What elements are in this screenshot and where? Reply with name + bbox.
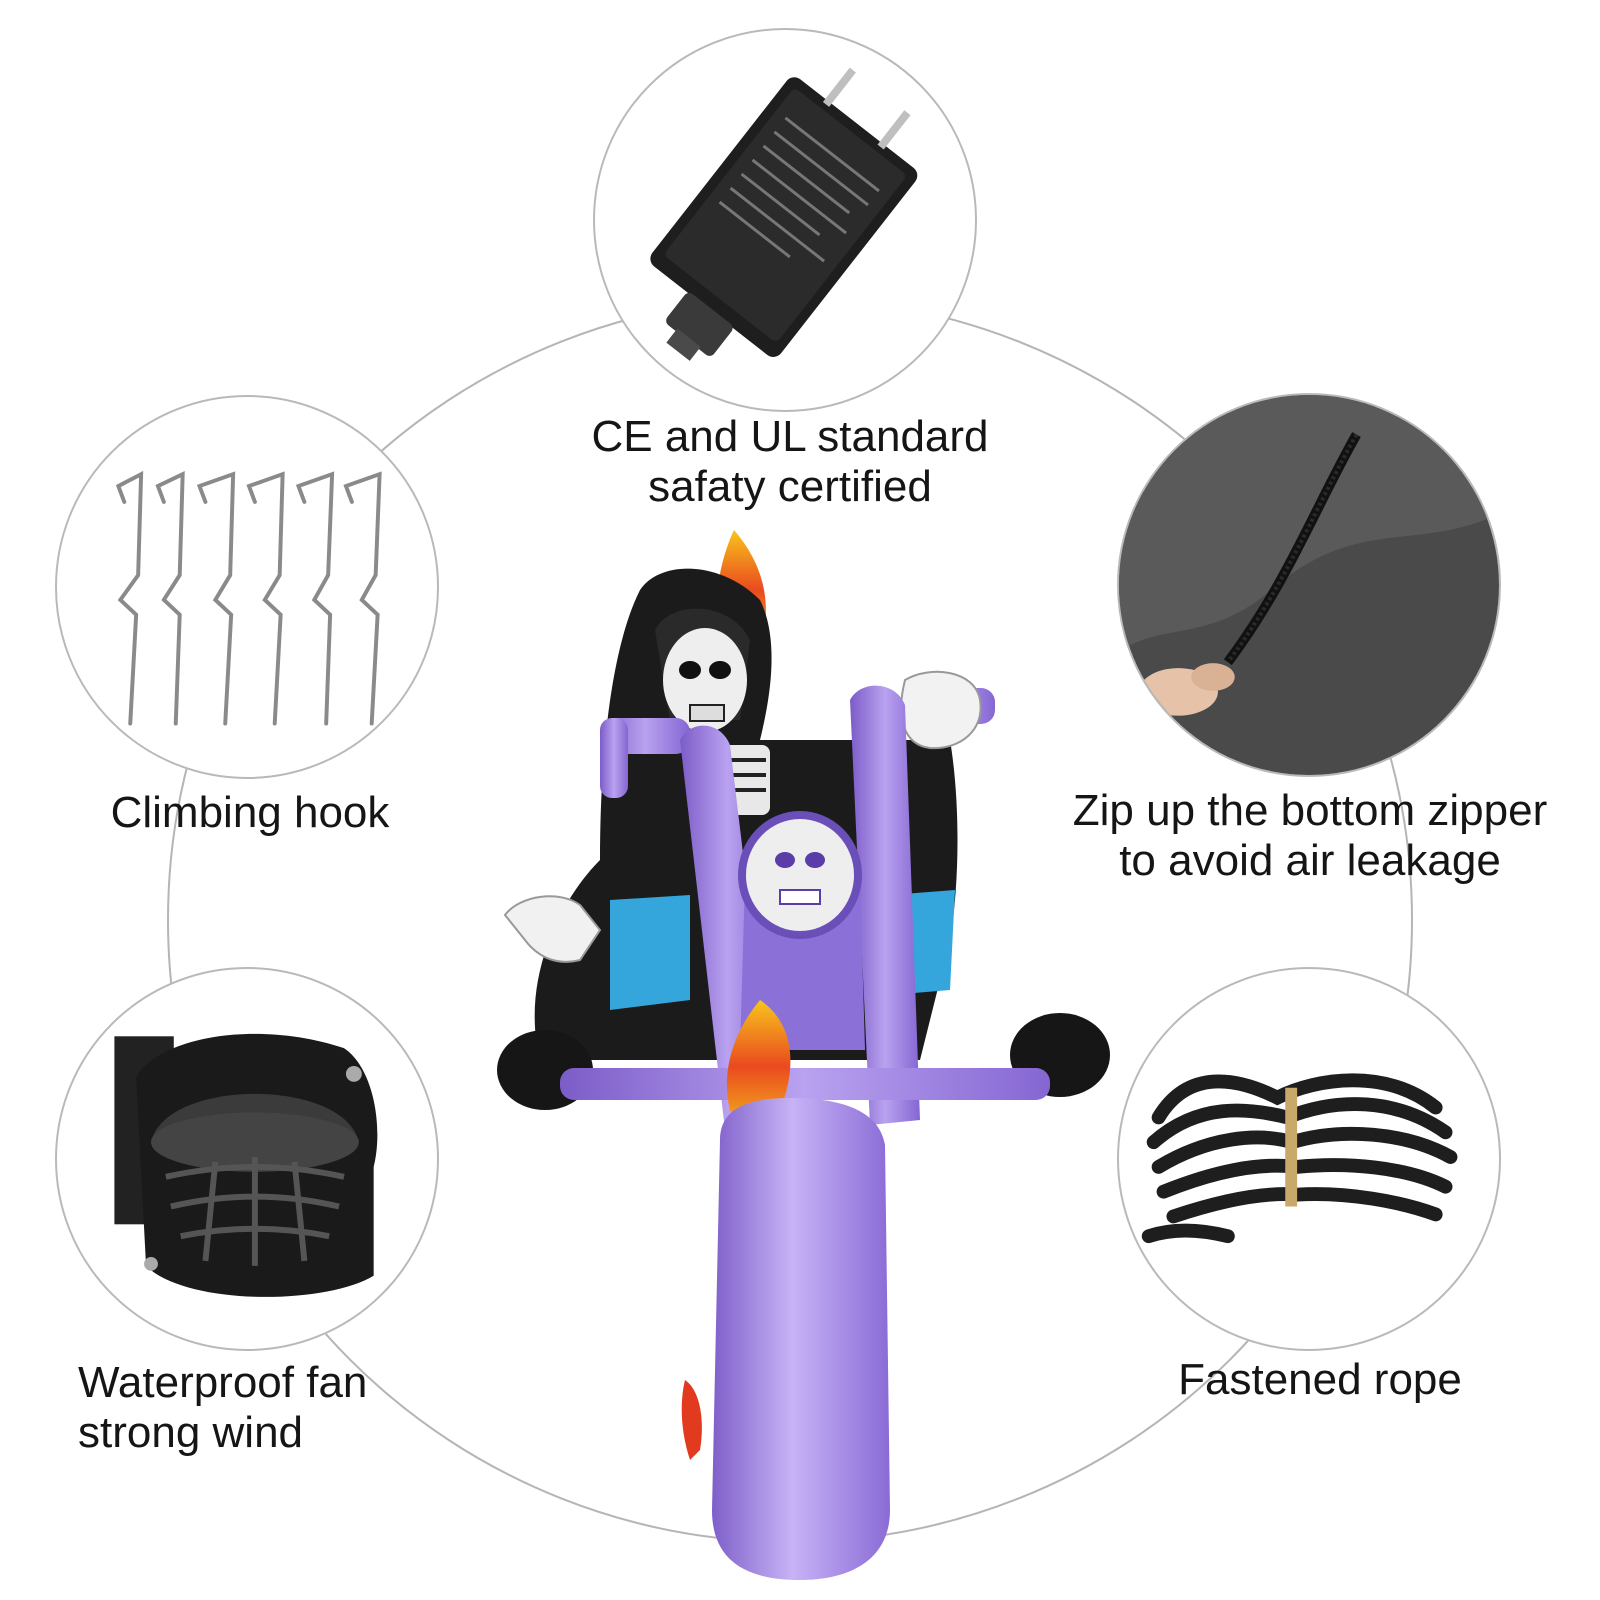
zipper-caption-line-1: Zip up the bottom zipper [1072, 786, 1548, 835]
zipper-caption: Zip up the bottom zipper to avoid air le… [1060, 786, 1560, 886]
zipper-caption-line-2: to avoid air leakage [1119, 836, 1501, 885]
climbing-hook-inset [55, 395, 439, 779]
zipper-icon [1119, 395, 1499, 775]
stake-hook-icon [115, 470, 382, 726]
climbing-hook-caption: Climbing hook [60, 788, 440, 838]
rope-caption: Fastened rope [1110, 1355, 1530, 1405]
rope-coil-icon [1141, 1073, 1458, 1244]
fan-caption-line-2: strong wind [78, 1408, 304, 1457]
fan-caption-line-1: Waterproof fan [78, 1358, 368, 1407]
power-supply-caption: CE and UL standard safaty certified [540, 412, 1040, 512]
fan-caption: Waterproof fan strong wind [78, 1358, 418, 1458]
climbing-hook-caption-line-1: Climbing hook [110, 788, 390, 837]
power-supply-caption-line-1: CE and UL standard [591, 412, 989, 461]
power-supply-caption-line-2: safaty certified [648, 462, 932, 511]
zipper-inset [1117, 393, 1501, 777]
fan-inset [55, 967, 439, 1351]
power-adapter-icon [650, 67, 918, 361]
rope-caption-line-1: Fastened rope [1178, 1355, 1462, 1404]
rope-inset [1117, 967, 1501, 1351]
blower-fan-icon [114, 1033, 378, 1297]
power-supply-inset [593, 28, 977, 412]
